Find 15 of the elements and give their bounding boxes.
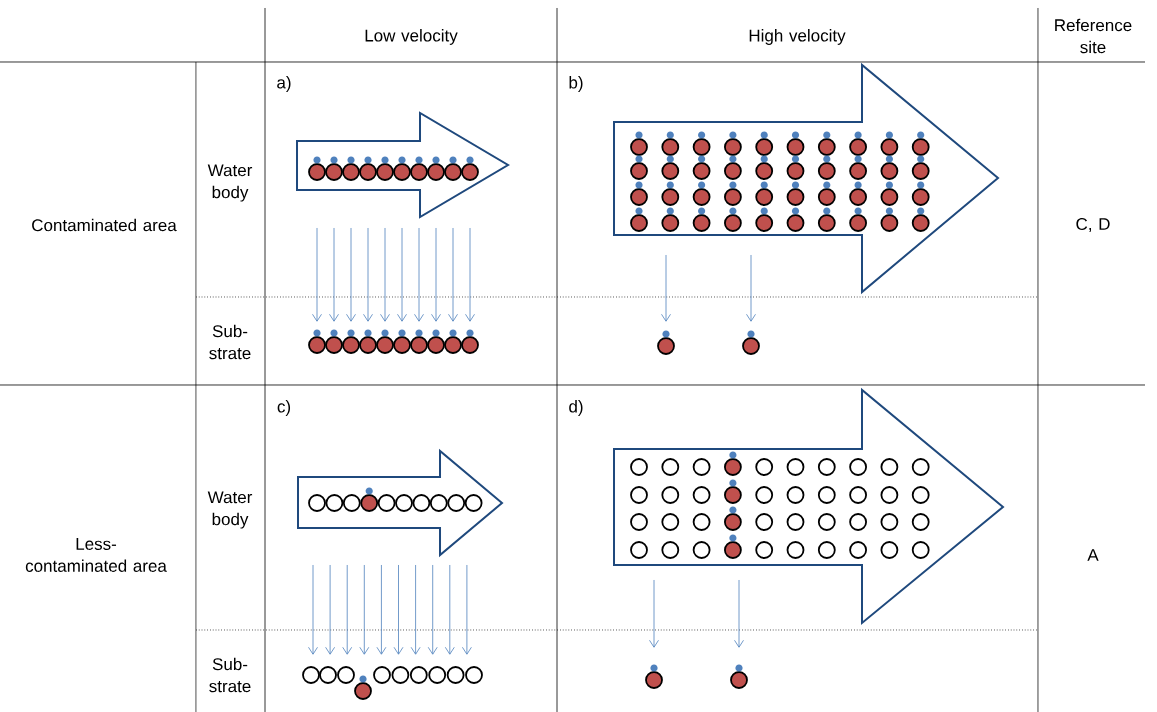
panel-letter: c) — [277, 400, 291, 416]
panel-letter: a) — [277, 76, 291, 92]
column-header: Reference site — [1055, 18, 1132, 54]
panel-letter: b) — [569, 76, 583, 92]
column-header: High velocity — [749, 29, 846, 45]
zone-label: Water body — [207, 164, 253, 202]
row-header: Contaminated area — [32, 218, 177, 232]
panel-letter: d) — [569, 400, 583, 416]
column-header: Low velocity — [365, 29, 458, 45]
zone-label: Water body — [207, 491, 253, 529]
zone-label: Sub-strate — [209, 657, 251, 693]
reference-site-value: C, D — [1076, 217, 1110, 233]
zone-label: Sub-strate — [209, 324, 251, 360]
row-header: Less-contaminated area — [25, 538, 167, 572]
reference-site-value: A — [1087, 549, 1099, 561]
